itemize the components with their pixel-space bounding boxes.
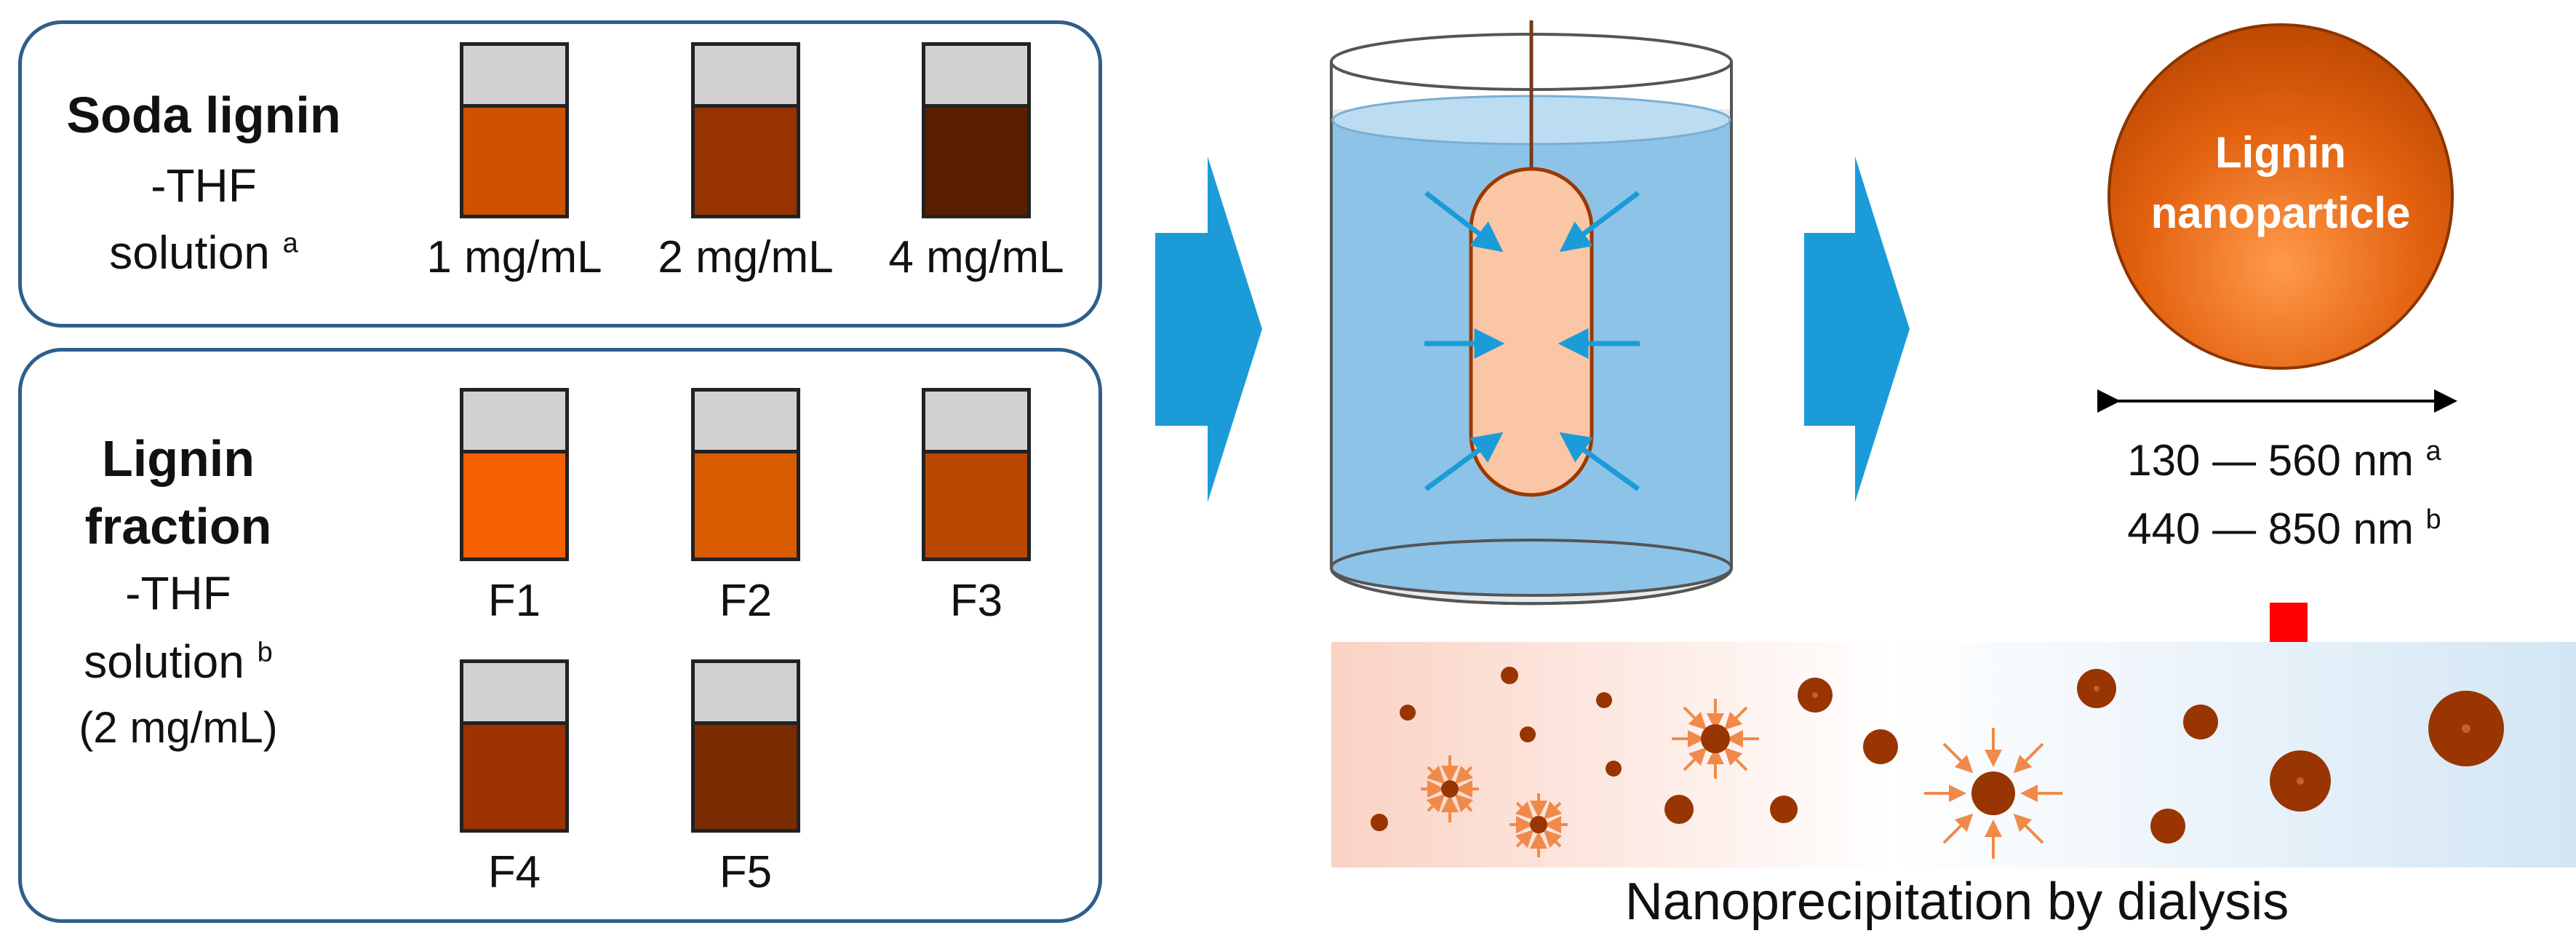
vial-liquid bbox=[463, 725, 565, 829]
vial-f1 bbox=[460, 388, 569, 561]
vial-label-f4: F4 bbox=[487, 847, 541, 897]
soda-lignin-solution: solution a bbox=[40, 226, 367, 279]
vial-2mg bbox=[691, 42, 800, 218]
vial-liquid bbox=[695, 725, 797, 829]
vial-1mg bbox=[460, 42, 569, 218]
particle-highlights bbox=[1812, 686, 2471, 785]
soda-lignin-title: Soda lignin bbox=[66, 87, 341, 143]
forming-particle-1 bbox=[1421, 755, 1479, 822]
beaker bbox=[1330, 20, 1733, 606]
size-range-b: 440 — 850 nm b bbox=[2066, 504, 2503, 554]
vial-f2 bbox=[691, 388, 800, 561]
lignin-fraction-title-2: fraction bbox=[84, 498, 272, 555]
dialysis-caption: Nanoprecipitation by dialysis bbox=[1624, 873, 2289, 931]
solution-text: solution bbox=[84, 635, 244, 688]
forming-particle-core bbox=[1530, 816, 1547, 833]
forming-particle-core bbox=[1441, 780, 1459, 798]
size-range-b-text: 440 — 850 nm bbox=[2127, 504, 2414, 553]
vial-liquid bbox=[695, 108, 797, 215]
vial-f5 bbox=[691, 659, 800, 833]
vial-label-f5: F5 bbox=[719, 847, 773, 897]
dialysis-bag bbox=[1469, 167, 1594, 497]
vial-label-f3: F3 bbox=[949, 576, 1003, 626]
vial-liquid bbox=[925, 108, 1027, 215]
flow-arrow-1 bbox=[1155, 156, 1262, 502]
nanoparticle-label-1: Lignin bbox=[2215, 128, 2346, 177]
size-range-a: 130 — 560 nm a bbox=[2066, 435, 2503, 485]
solution-text: solution bbox=[109, 226, 270, 279]
forming-particle-core bbox=[1701, 724, 1730, 753]
vial-liquid bbox=[463, 108, 565, 215]
vial-liquid bbox=[695, 453, 797, 558]
forming-particle-2 bbox=[1510, 793, 1568, 857]
vial-label-f1: F1 bbox=[487, 576, 541, 626]
vial-liquid bbox=[463, 453, 565, 558]
lignin-fraction-concentration: (2 mg/mL) bbox=[79, 703, 278, 752]
soda-lignin-panel bbox=[18, 20, 1102, 328]
vial-liquid bbox=[925, 453, 1027, 558]
flow-arrow-2 bbox=[1804, 156, 1910, 502]
solution-sup: b bbox=[257, 637, 273, 668]
forming-particle-core bbox=[1971, 772, 2015, 815]
vial-label-4mg: 4 mg/mL bbox=[888, 232, 1064, 282]
vial-label-1mg: 1 mg/mL bbox=[426, 232, 602, 282]
size-range-b-sup: b bbox=[2425, 504, 2441, 535]
lignin-fraction-title-1: Lignin bbox=[102, 430, 255, 487]
forming-particle-4 bbox=[1924, 728, 2062, 859]
size-range-a-text: 130 — 560 nm bbox=[2127, 436, 2414, 485]
vial-f4 bbox=[460, 659, 569, 833]
lignin-fraction-thf: -THF bbox=[125, 567, 231, 619]
vial-4mg bbox=[922, 42, 1031, 218]
solution-sup: a bbox=[282, 228, 298, 259]
lignin-nanoparticle bbox=[2108, 23, 2454, 370]
lignin-fraction-panel bbox=[18, 348, 1102, 923]
lignin-fraction-solution: solution b bbox=[40, 635, 316, 689]
vial-f3 bbox=[922, 388, 1031, 561]
vial-label-2mg: 2 mg/mL bbox=[658, 232, 834, 282]
forming-particle-3 bbox=[1672, 699, 1759, 779]
size-range-a-sup: a bbox=[2425, 436, 2441, 467]
vial-label-f2: F2 bbox=[719, 576, 773, 626]
soda-lignin-thf: -THF bbox=[151, 159, 257, 212]
nanoparticle-label-2: nanoparticle bbox=[2150, 189, 2411, 237]
